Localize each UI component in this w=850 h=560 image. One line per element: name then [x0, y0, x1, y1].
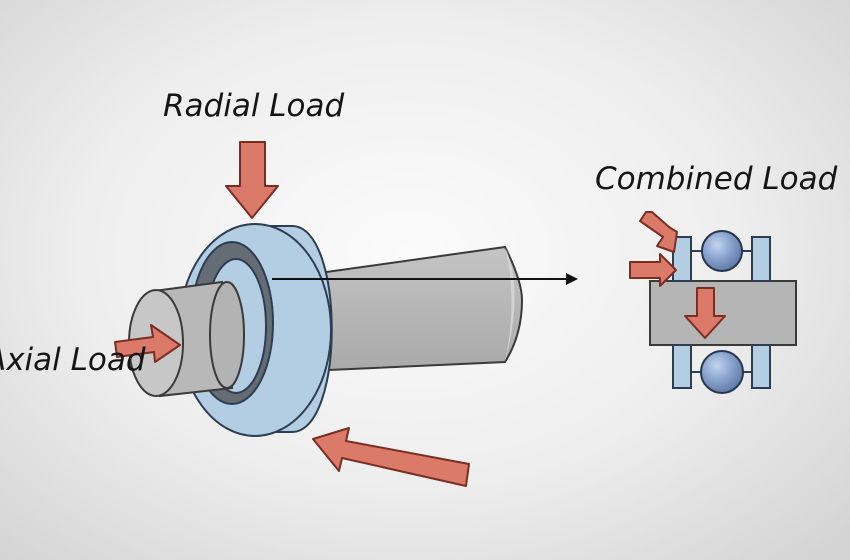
section-outer-ring-top — [751, 236, 771, 282]
shaft-stub-end — [209, 281, 245, 389]
radial-load-arrow — [225, 141, 279, 219]
section-axial-load-arrow — [629, 253, 677, 287]
section-shaft — [649, 280, 797, 346]
radial-load-label: Radial Load — [163, 88, 345, 124]
section-inner-ring-top — [672, 236, 692, 282]
ball-top — [701, 230, 743, 272]
section-inner-ring-bottom — [672, 344, 692, 389]
combined-load-label: Combined Load — [595, 161, 838, 197]
callout-arrow — [272, 273, 578, 285]
ball-bottom — [700, 350, 744, 394]
bearing-cross-section — [649, 230, 797, 394]
bearing-assembly — [128, 223, 524, 437]
section-outer-ring-bottom — [751, 344, 771, 389]
shaft-end-face — [505, 247, 515, 362]
combined-load-arrow — [312, 427, 470, 487]
axial-load-arrow — [114, 324, 181, 363]
section-radial-load-arrow — [684, 287, 726, 339]
axial-load-label: Axial Load — [0, 342, 146, 378]
section-diagonal-load-arrow — [639, 211, 678, 253]
